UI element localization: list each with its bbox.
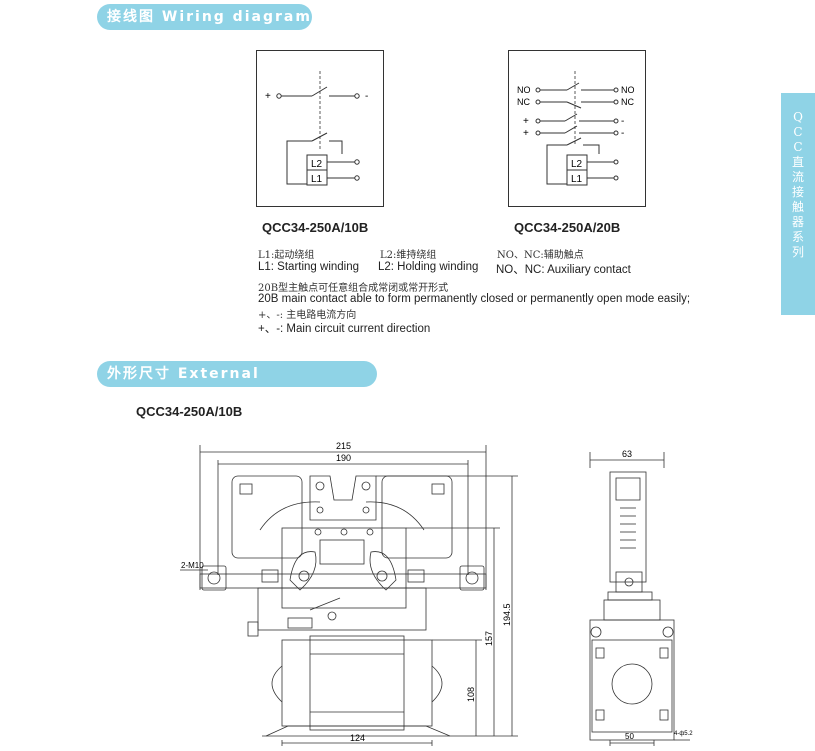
no-label-right: NO — [621, 85, 635, 95]
side-char: Q — [793, 110, 803, 124]
dim-157: 157 — [484, 631, 494, 646]
legend-cn-direction: +、-: 主电路电流方向 — [258, 310, 357, 321]
wiring-diagram-10b: + - L2 L1 — [256, 50, 384, 207]
side-char: 触 — [791, 200, 804, 214]
minus-sign: - — [621, 116, 624, 127]
legend-en-20b: 20B main contact able to form permanentl… — [258, 293, 691, 305]
l1-coil-label: L1 — [311, 174, 323, 185]
nc-label-right: NC — [621, 97, 634, 107]
wiring-title-text: 接线图 Wiring diagram — [107, 9, 312, 25]
side-char: 器 — [791, 215, 804, 229]
model-20b-label: QCC34-250A/20B — [514, 220, 621, 235]
series-side-tab — [781, 93, 815, 315]
side-char: 系 — [791, 230, 804, 244]
dim-bolt: 2-M10 — [181, 561, 204, 570]
dim-63: 63 — [622, 449, 632, 459]
external-dimensions-title: 外形尺寸 External Dimensions — [97, 361, 377, 408]
l2-coil-label: L2 — [571, 159, 583, 170]
legend-cn-l2: L2:维持绕组 — [380, 250, 437, 261]
dim-215: 215 — [336, 441, 351, 451]
minus-sign: - — [365, 91, 368, 102]
plus-sign: + — [523, 128, 529, 139]
l1-coil-label: L1 — [571, 174, 583, 185]
wiring-diagram-20b: NO NC NO NC + + - - L2 L1 — [508, 50, 646, 207]
nc-label-left: NC — [517, 97, 530, 107]
side-char: C — [793, 140, 803, 154]
legend-en-l2: L2: Holding winding — [378, 261, 479, 273]
side-view-drawing: 63 50 4-ф5.2 — [589, 449, 693, 746]
legend-cn-l1: L1:起动绕组 — [258, 250, 315, 261]
wiring-diagram-title: 接线图 Wiring diagram — [97, 4, 312, 30]
front-view-drawing: 215 190 124 2-M10 108 157 194.5 — [180, 441, 518, 746]
plus-sign: + — [523, 116, 529, 127]
legend-cn-20b: 20B型主触点可任意组合成常闭或常开形式 — [258, 283, 449, 294]
dim-124: 124 — [350, 733, 365, 743]
l2-coil-label: L2 — [311, 159, 323, 170]
dims-model-label: QCC34-250A/10B — [136, 404, 243, 419]
legend-en-l1: L1: Starting winding — [258, 261, 360, 273]
side-char: 流 — [791, 170, 804, 184]
side-char: 直 — [791, 155, 804, 169]
minus-sign: - — [621, 128, 624, 139]
series-side-text: Q C C 直 流 接 触 器 系 列 — [781, 110, 815, 260]
side-char: C — [793, 125, 803, 139]
legend-en-aux: NO、NC: Auxiliary contact — [496, 264, 631, 276]
no-label-left: NO — [517, 85, 531, 95]
dim-194-5: 194.5 — [502, 603, 512, 626]
plus-sign: + — [265, 91, 271, 102]
dim-50: 50 — [625, 732, 634, 741]
dim-108: 108 — [466, 687, 476, 702]
dims-title-text: 外形尺寸 External Dimensions — [107, 366, 260, 408]
dim-190: 190 — [336, 453, 351, 463]
legend-en-direction: +、-: Main circuit current direction — [258, 323, 431, 335]
legend-cn-aux: NO、NC:辅助触点 — [497, 250, 584, 261]
model-10b-label: QCC34-250A/10B — [262, 220, 369, 235]
side-char: 列 — [791, 245, 804, 259]
side-char: 接 — [791, 185, 804, 199]
dim-hole-note: 4-ф5.2 — [674, 731, 693, 737]
